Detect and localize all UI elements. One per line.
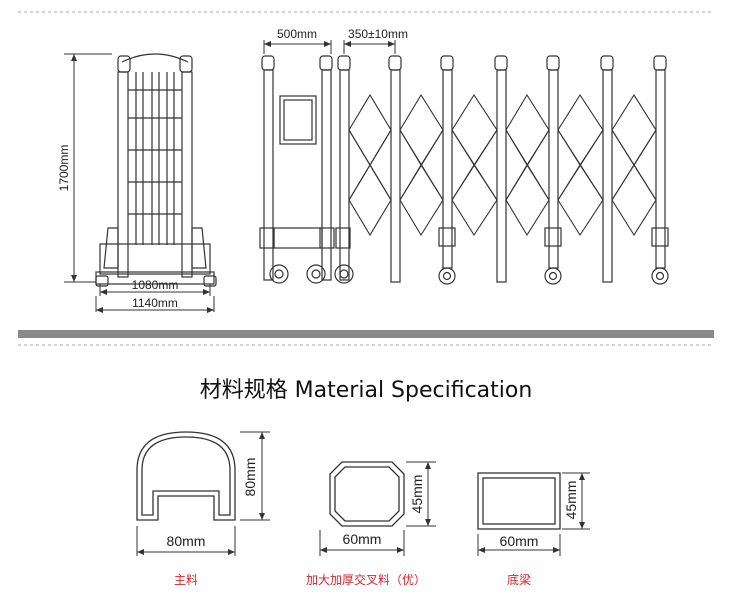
width-dimensions (95, 284, 215, 313)
profile1-height-label: 80mm (242, 458, 258, 497)
profile-bottom-beam (477, 472, 561, 530)
profile-cross-material (329, 461, 405, 527)
profile2-dimensions (319, 461, 436, 556)
gate-top-dimensions (263, 40, 396, 54)
profile3-caption: 底梁 (507, 572, 531, 587)
head-width-label: 500mm (277, 27, 317, 41)
profile3-width-label: 60mm (500, 533, 539, 549)
outer-width-label: 1140mm (132, 296, 178, 310)
profile3-height-label: 45mm (563, 481, 579, 520)
section-divider (18, 330, 714, 338)
profile2-width-label: 60mm (343, 531, 382, 547)
height-label: 1700mm (57, 145, 71, 192)
profile2-caption: 加大加厚交叉料（优） (306, 572, 426, 587)
profile1-dimensions (136, 431, 270, 556)
inner-width-label: 1080mm (132, 278, 179, 292)
extended-gate-view (259, 55, 669, 285)
spacing-label: 350±10mm (348, 27, 408, 41)
profile1-caption: 主料 (174, 573, 198, 587)
folded-gate-view (95, 53, 217, 287)
section-title: 材料规格 Material Specification (200, 378, 533, 403)
profile2-height-label: 45mm (409, 475, 425, 514)
height-dimension (64, 53, 112, 283)
profile-main-rail (136, 431, 236, 521)
profile1-width-label: 80mm (167, 533, 206, 549)
profile3-dimensions (477, 472, 590, 556)
